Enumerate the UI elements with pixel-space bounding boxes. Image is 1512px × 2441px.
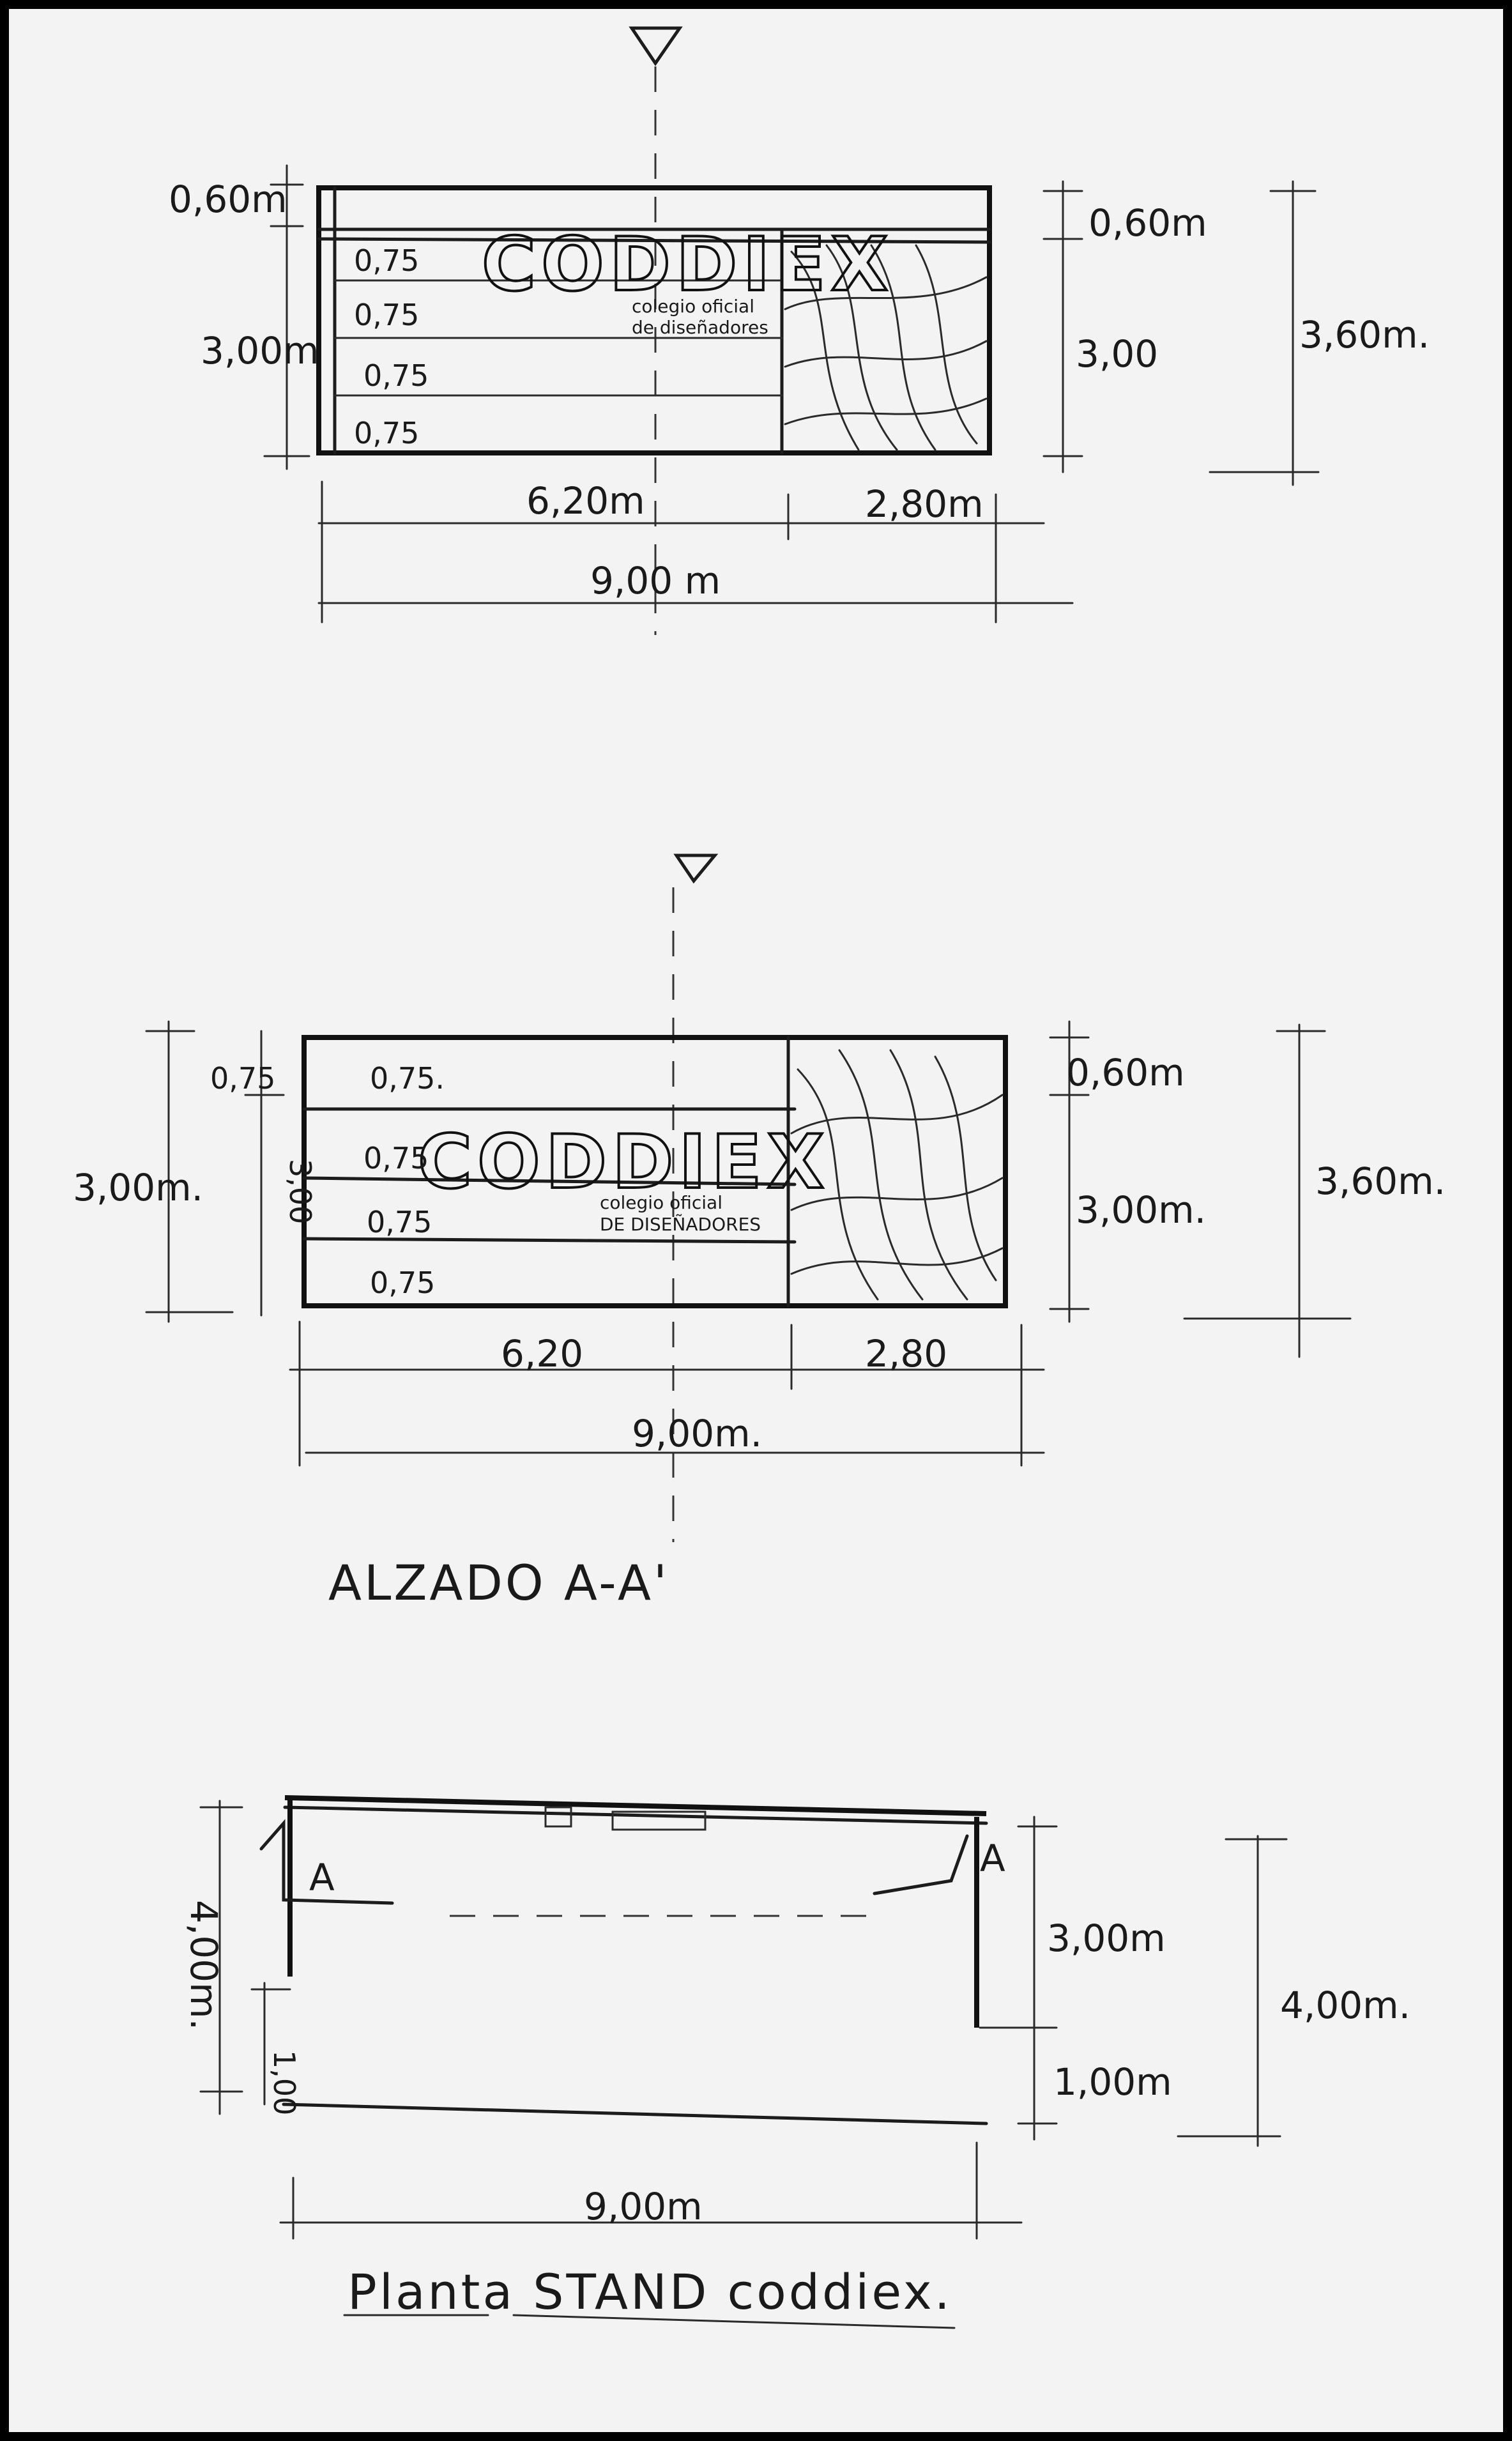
section-arrow-left-icon [259, 1819, 394, 1905]
left-height-dim: 3,00m [201, 329, 319, 372]
top-band-line-2 [317, 237, 991, 244]
plan-right-lower-dim: 1,00m [1053, 2060, 1172, 2104]
section-marker-left: A [309, 1856, 335, 1899]
plan-caption: Planta STAND coddiex. [347, 2263, 952, 2320]
width-total-dim-2: 9,00m. [632, 1412, 762, 1455]
plan-right-upper-dim: 3,00m [1047, 1917, 1166, 1960]
counter [611, 1810, 706, 1831]
panel-height-a4: 0,75 [370, 1266, 435, 1300]
width-left-dim-2: 6,20 [501, 1332, 583, 1375]
panel-height-a3: 0,75 [367, 1205, 432, 1239]
plan-width-dim: 9,00m [584, 2185, 703, 2228]
hatched-panel [784, 244, 988, 451]
panel-height-4: 0,75 [354, 416, 419, 450]
width-total-dim: 9,00 m [590, 559, 721, 602]
plan-left-total-dim: 4,00m. [182, 1900, 225, 2030]
width-right-dim-2: 2,80 [865, 1332, 947, 1375]
stand-outline [316, 185, 992, 455]
hatched-panel-2 [790, 1049, 1004, 1301]
right-mid-dim: 3,00 [1076, 332, 1158, 376]
elevation-aa: CODDIEX colegio oficial DE DISEÑADORES 0… [73, 853, 1446, 1611]
stand-outline-2 [302, 1035, 1008, 1308]
back-wall [284, 1795, 987, 1816]
panel-height-a2: 0,75 [363, 1141, 429, 1175]
logo-sub-1: colegio oficial [632, 296, 754, 317]
left-height-dim-2: 3,00m. [73, 1166, 203, 1209]
panel-height-2: 0,75 [354, 298, 419, 332]
panel-height-1: 0,75 [354, 243, 419, 278]
right-top-dim-2: 0,60m [1066, 1051, 1185, 1094]
right-mid-dim-2: 3,00m. [1076, 1188, 1206, 1232]
width-right-dim: 2,80m [865, 482, 984, 526]
logo-sub-2: de diseñadores [632, 317, 768, 338]
axis-marker-icon-2 [673, 853, 719, 884]
logo-sub-4: DE DISEÑADORES [600, 1214, 761, 1235]
logo-text: CODDIEX [482, 222, 893, 308]
total-height-dim: 3,60m. [1299, 313, 1430, 356]
width-left-dim: 6,20m [526, 479, 645, 523]
right-top-dim: 0,60m [1088, 201, 1207, 245]
top-band-dim-2: 0,75 [210, 1061, 275, 1096]
plan-right-total-dim: 4,00m. [1280, 1984, 1410, 2027]
elevation-caption: ALZADO A-A' [328, 1554, 669, 1611]
panel-row-b [302, 1176, 797, 1186]
total-height-dim-2: 3,60m. [1315, 1159, 1446, 1203]
front-line [282, 2102, 988, 2125]
panel-height-a1: 0,75. [370, 1061, 445, 1096]
elevation-top: CODDIEX colegio oficial de diseñadores 0… [169, 26, 1430, 635]
plan-left-inner-dim: 1,00 [267, 2050, 302, 2115]
plan-view: A A 4,00m. 1,00 3,00m 1,00m 4,00m. 9,00m… [182, 1795, 1410, 2329]
section-arrow-right-icon [873, 1834, 969, 1895]
logo-text-2: CODDIEX [418, 1119, 829, 1205]
left-inner-dim: 3,00 [283, 1159, 317, 1224]
logo-sub-3: colegio oficial [600, 1192, 722, 1213]
back-wall-inner [283, 1805, 988, 1825]
sketch-canvas: CODDIEX colegio oficial de diseñadores 0… [73, 26, 1446, 2329]
top-band-dim: 0,60m [169, 178, 287, 221]
section-marker-right: A [980, 1837, 1005, 1880]
axis-marker-icon [629, 26, 683, 66]
panel-row-c [302, 1237, 797, 1244]
panel-height-3: 0,75 [363, 358, 429, 393]
